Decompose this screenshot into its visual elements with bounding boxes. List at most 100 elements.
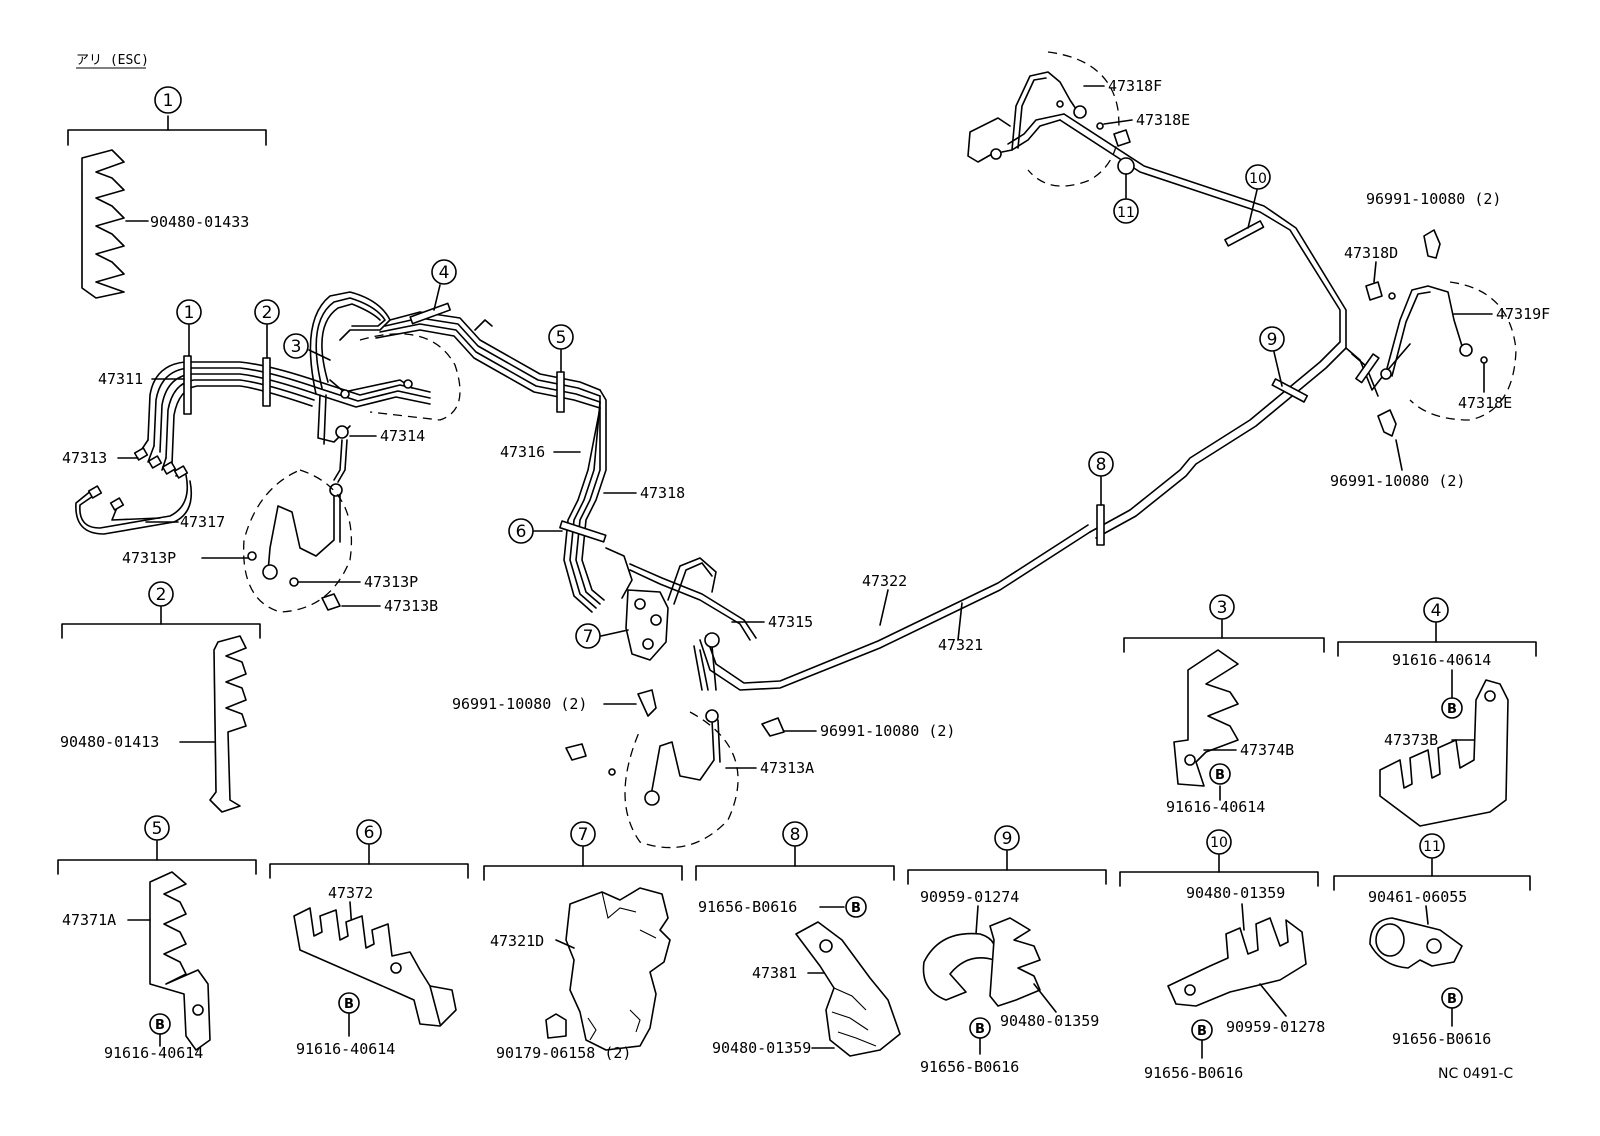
bolt-symbol-10: B [1197,1024,1207,1039]
detail-5-group: 5 47371A B 91616-40614 [57,815,257,1062]
label-96991-rtop: 96991-10080 (2) [1366,190,1501,208]
callout-10-detail: 10 [1210,835,1228,851]
label-91656-B0616-d9: 91656-B0616 [920,1058,1019,1076]
label-90480-01413: 90480-01413 [60,733,159,751]
callout-9-main: 9 [1267,330,1278,350]
label-47318D: 47318D [1344,244,1398,262]
callout-7-detail: 7 [578,825,589,845]
label-47321D: 47321D [490,932,544,950]
clamp-90480-01413 [209,635,247,813]
header-note: アリ (ESC) [76,53,149,68]
label-90461-06055: 90461-06055 [1368,888,1467,906]
callout-4-detail: 4 [1431,601,1442,621]
label-90480-01433: 90480-01433 [150,213,249,231]
rear-brake-lines [637,51,1517,737]
label-47313B: 47313B [384,597,438,615]
label-47313P-b: 47313P [364,573,418,591]
label-47381: 47381 [752,964,797,982]
callout-3-detail: 3 [1217,598,1228,618]
label-90480-01359-d9: 90480-01359 [1000,1012,1099,1030]
label-47322: 47322 [862,572,907,590]
bolt-symbol-5: B [155,1018,165,1033]
clamp-47374B [1173,649,1239,787]
label-91616-40614-d3: 91616-40614 [1166,798,1265,816]
callout-5-detail: 5 [152,819,163,839]
clamp-47372 [293,907,457,1027]
grommet-clamp-d9 [922,917,1041,1007]
callout-5-main: 5 [556,328,567,348]
label-47311: 47311 [98,370,143,388]
label-47313A: 47313A [760,759,814,777]
callout-11-detail: 11 [1423,839,1441,855]
detail-3-group: 3 47374B B 91616-40614 [1123,594,1325,816]
callout-4-main: 4 [439,263,450,283]
callout-2-detail: 2 [156,585,167,605]
label-47374B: 47374B [1240,741,1294,759]
bolt-symbol-3: B [1215,768,1225,783]
label-91616-40614-d4: 91616-40614 [1392,651,1491,669]
label-47321: 47321 [938,636,983,654]
callout-10-main: 10 [1249,171,1267,187]
label-90480-01359-d10: 90480-01359 [1186,884,1285,902]
callout-2-main: 2 [262,303,273,323]
detail-10-group: 10 90480-01359 90959-01278 B 91656-B0616 [1119,829,1325,1082]
label-47372: 47372 [328,884,373,902]
callout-1-main: 1 [184,303,195,323]
label-96991-rbot: 96991-10080 (2) [1330,472,1465,490]
label-47373B: 47373B [1384,731,1438,749]
callout-7-main: 7 [583,627,594,647]
clamp-90461-06055 [1369,917,1463,969]
callout-3-main: 3 [291,337,302,357]
callout-6-detail: 6 [364,823,375,843]
label-96991-left: 96991-10080 (2) [452,695,587,713]
detail-1-group: 1 90480-01433 [67,86,267,299]
clamp-grommet-d10 [1167,917,1307,1007]
bolt-symbol-6: B [344,997,354,1012]
callout-8-main: 8 [1096,455,1107,475]
label-91616-40614-d5: 91616-40614 [104,1044,203,1062]
label-47316: 47316 [500,443,545,461]
label-90480-01359-d8: 90480-01359 [712,1039,811,1057]
label-47318: 47318 [640,484,685,502]
label-90959-01278: 90959-01278 [1226,1018,1325,1036]
label-47314: 47314 [380,427,425,445]
callout-11-main: 11 [1117,205,1135,221]
label-91656-B0616-d10: 91656-B0616 [1144,1064,1243,1082]
label-47319F: 47319F [1496,305,1550,323]
detail-9-group: 9 90959-01274 90480-01359 B 91656-B0616 [907,825,1107,1076]
callout-1-top: 1 [163,91,174,111]
detail-2-group: 2 90480-01413 [60,581,261,813]
detail-8-group: 8 91656-B0616 B 47381 90480-01359 [695,821,901,1057]
callout-6-main: 6 [516,522,527,542]
label-47318E-r: 47318E [1458,394,1512,412]
label-91656-B0616-d11: 91656-B0616 [1392,1030,1491,1048]
main-part-labels: 47311 47313 47317 47313P 47313P 47313B 4… [62,77,1550,777]
front-brake-lines [75,291,1091,849]
callout-9-detail: 9 [1002,829,1013,849]
bracket-47381 [795,921,901,1057]
clamp-90480-01433 [81,149,125,299]
detail-7-group: 7 47321D 90179-06158 (2) [483,821,683,1062]
label-47315: 47315 [768,613,813,631]
bolt-symbol-9: B [975,1022,985,1037]
label-47313: 47313 [62,449,107,467]
label-47318E-top: 47318E [1136,111,1190,129]
bolt-symbol-4: B [1447,702,1457,717]
label-91616-40614-d6: 91616-40614 [296,1040,395,1058]
label-90179-06158: 90179-06158 (2) [496,1044,631,1062]
callout-8-detail: 8 [790,825,801,845]
clamp-47371A [149,871,211,1051]
valve-47321D [565,887,671,1051]
detail-4-group: 4 91616-40614 B 47373B [1337,597,1537,827]
label-96991-mid: 96991-10080 (2) [820,722,955,740]
detail-11-group: 11 90461-06055 B 91656-B0616 [1333,833,1531,1048]
label-90959-01274: 90959-01274 [920,888,1019,906]
main-callouts: 1 2 3 4 5 6 7 8 9 10 11 [176,164,1285,649]
drawing-code: NC 0491-C [1438,1066,1513,1082]
label-47317: 47317 [180,513,225,531]
bolt-symbol-8: B [851,901,861,916]
label-91656-B0616-d8: 91656-B0616 [698,898,797,916]
label-47371A: 47371A [62,911,116,929]
label-47313P-a: 47313P [122,549,176,567]
